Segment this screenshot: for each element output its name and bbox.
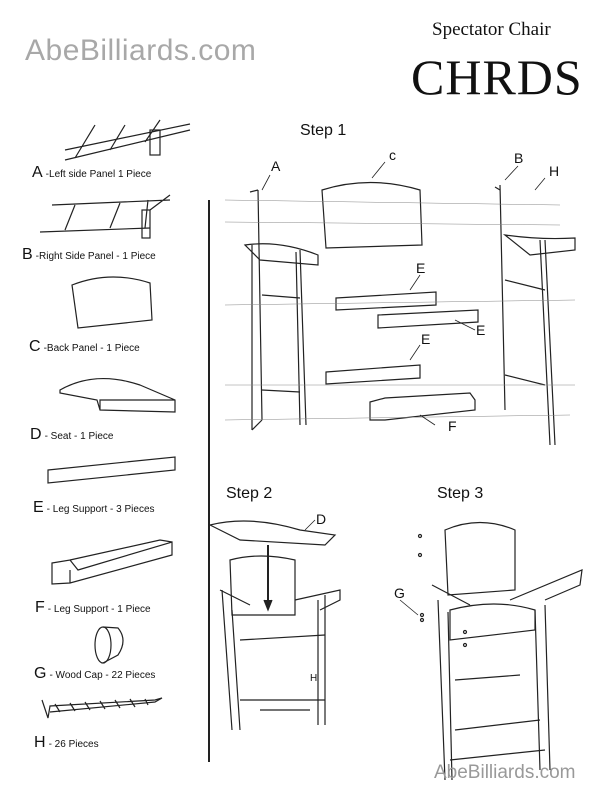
- callout-c: c: [389, 147, 396, 163]
- part-g-drawing: [94, 626, 124, 664]
- callout-g: G: [394, 585, 405, 601]
- part-d-drawing: [59, 378, 176, 413]
- callout-e-2: E: [476, 322, 486, 338]
- step3-drawing: [399, 521, 583, 781]
- footer-watermark: AbeBilliards.com: [434, 762, 576, 783]
- callout-f: F: [448, 418, 457, 434]
- step-1-heading: Step 1: [300, 122, 347, 139]
- part-f-label: F- Leg Support - 1 Piece: [35, 599, 151, 616]
- callout-a: A: [271, 158, 281, 174]
- watermark-logo: AbeBilliards.com: [25, 34, 257, 67]
- callout-e-1: E: [416, 260, 426, 276]
- callout-d: D: [316, 511, 327, 527]
- part-h-drawing: [41, 697, 163, 719]
- part-e-drawing: [47, 456, 176, 484]
- document-subtitle: Spectator Chair: [432, 19, 551, 40]
- part-c-drawing: [71, 276, 153, 329]
- document-title: CHRDS: [411, 49, 583, 105]
- callout-e-3: E: [421, 331, 431, 347]
- part-g-label: G- Wood Cap - 22 Pieces: [34, 665, 156, 682]
- step-2-heading: Step 2: [226, 485, 273, 502]
- step2-drawing: [208, 519, 341, 731]
- part-f-drawing: [51, 539, 173, 585]
- callout-b: B: [514, 150, 524, 166]
- part-b-label: B-Right Side Panel - 1 Piece: [22, 246, 156, 263]
- step1-drawing: [224, 161, 576, 446]
- part-b-drawing: [39, 194, 171, 239]
- part-e-label: E- Leg Support - 3 Pieces: [33, 499, 155, 516]
- part-a-label: A-Left side Panel 1 Piece: [32, 164, 152, 181]
- callout-h-step2: H: [310, 673, 318, 684]
- part-c-label: C-Back Panel - 1 Piece: [29, 338, 140, 355]
- step-3-heading: Step 3: [437, 485, 484, 502]
- part-h-label: H- 26 Pieces: [34, 734, 99, 751]
- part-d-label: D- Seat - 1 Piece: [30, 426, 114, 443]
- part-a-drawing: [64, 119, 191, 161]
- callout-h: H: [549, 163, 560, 179]
